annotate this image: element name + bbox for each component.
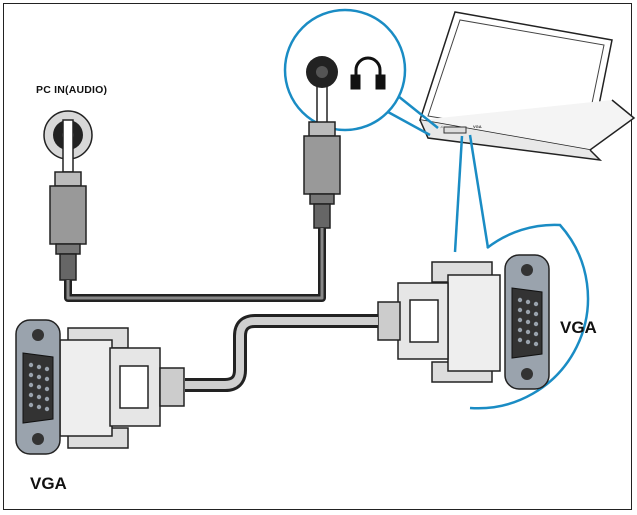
vga-cable — [185, 314, 378, 392]
vga-plug-left — [59, 327, 185, 449]
vga-port-icon — [504, 254, 550, 390]
laptop-vga-port-mark: VGA — [473, 124, 482, 129]
vga-label-right: VGA — [560, 318, 597, 337]
audio-cable — [64, 228, 326, 302]
headphones-icon — [350, 56, 386, 90]
pc-in-audio-label: PC IN(AUDIO) — [36, 84, 108, 96]
laptop-icon — [419, 11, 636, 162]
laptop-audio-port-mark: ♫ — [440, 124, 443, 129]
callout-lines — [283, 8, 590, 410]
audio-plug-left — [49, 119, 87, 281]
vga-plug-right — [377, 261, 501, 383]
audio-jack-icon — [306, 56, 338, 88]
vga-label-left: VGA — [30, 474, 67, 493]
audio-plug-right — [303, 74, 341, 229]
vga-port-left — [15, 319, 61, 455]
